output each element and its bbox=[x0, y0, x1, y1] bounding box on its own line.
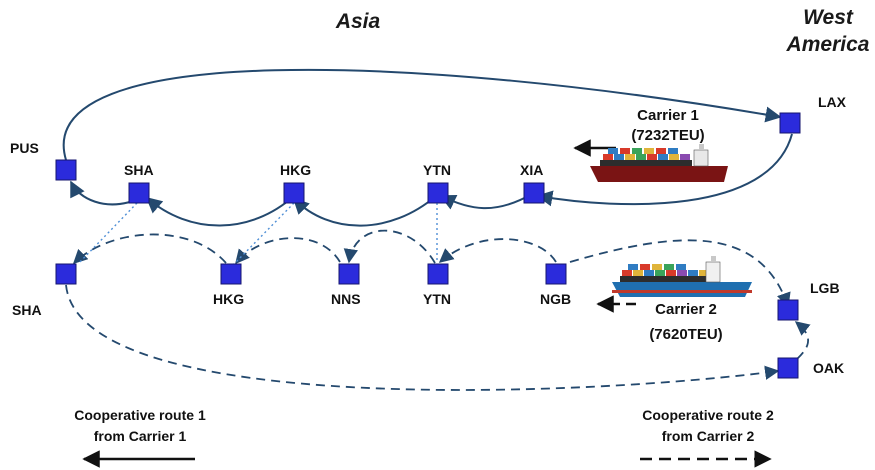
port-node-hkg-route2 bbox=[220, 263, 242, 285]
port-label-sha-route1: SHA bbox=[124, 162, 154, 178]
port-label-sha-route2: SHA bbox=[12, 302, 42, 318]
route1-lax-to-xia bbox=[536, 133, 793, 207]
port-node-nns bbox=[338, 263, 360, 285]
route2-ngb-to-lgb bbox=[569, 239, 791, 308]
route1-ports: LAX PUS SHA HKG YTN XIA bbox=[10, 94, 847, 204]
port-node-xia bbox=[523, 182, 545, 204]
port-label-xia: XIA bbox=[520, 162, 543, 178]
legend-route2-line1: Cooperative route 2 bbox=[642, 407, 774, 423]
route1-xia-to-ytn bbox=[439, 193, 533, 210]
port-node-pus bbox=[55, 159, 77, 181]
port-node-lgb bbox=[777, 299, 799, 321]
region-west-america-label-line1: West bbox=[803, 6, 854, 29]
port-node-ngb bbox=[545, 263, 567, 285]
region-asia-label: Asia bbox=[335, 10, 381, 33]
port-label-pus: PUS bbox=[10, 140, 39, 156]
route2-ports: SHA HKG NNS YTN NGB LGB OAK bbox=[12, 263, 844, 379]
route1-pus-to-lax bbox=[62, 68, 782, 161]
legend: Cooperative route 1 from Carrier 1 Coope… bbox=[74, 407, 774, 468]
port-node-ytn-route1 bbox=[427, 182, 449, 204]
port-node-sha-route2 bbox=[55, 263, 77, 285]
port-node-ytn-route2 bbox=[427, 263, 449, 285]
port-label-ytn-route1: YTN bbox=[423, 162, 451, 178]
carrier2-capacity: (7620TEU) bbox=[649, 326, 722, 343]
region-west-america-label-line2: America bbox=[786, 33, 870, 56]
carrier1-capacity: (7232TEU) bbox=[631, 127, 704, 144]
carrier1-name: Carrier 1 bbox=[637, 107, 699, 124]
route2-oak-to-lgb bbox=[794, 321, 811, 360]
port-label-oak: OAK bbox=[813, 360, 844, 376]
port-label-ngb: NGB bbox=[540, 291, 571, 307]
route2-ytn-to-nns bbox=[343, 229, 436, 264]
legend-route2-line2: from Carrier 2 bbox=[662, 428, 755, 444]
route2-ngb-to-ytn bbox=[438, 238, 557, 263]
carrier-2: Carrier 2 (7620TEU) bbox=[596, 256, 752, 343]
port-label-lgb: LGB bbox=[810, 280, 840, 296]
transfer-link-sha bbox=[77, 202, 138, 265]
route2-hkg-to-sha bbox=[72, 233, 227, 265]
port-label-hkg-route1: HKG bbox=[280, 162, 311, 178]
carrier1-ship-icon bbox=[590, 144, 728, 182]
route1-hkg-to-sha bbox=[145, 195, 295, 227]
cooperative-route-1 bbox=[62, 68, 793, 227]
carrier2-name: Carrier 2 bbox=[655, 301, 717, 318]
cooperative-route-2 bbox=[65, 229, 811, 391]
legend-route1-line1: Cooperative route 1 bbox=[74, 407, 206, 423]
carrier2-ship-icon bbox=[612, 256, 752, 297]
port-node-oak bbox=[777, 357, 799, 379]
transfer-links bbox=[77, 202, 438, 265]
carrier-1: Carrier 1 (7232TEU) bbox=[573, 107, 728, 182]
port-label-ytn-route2: YTN bbox=[423, 291, 451, 307]
port-node-lax bbox=[779, 112, 801, 134]
port-node-sha-route1 bbox=[128, 182, 150, 204]
route1-ytn-to-hkg bbox=[292, 195, 437, 227]
route2-sha-to-oak bbox=[65, 284, 780, 391]
route1-sha-to-pus bbox=[70, 180, 134, 206]
port-label-nns: NNS bbox=[331, 291, 361, 307]
legend-route1-line2: from Carrier 1 bbox=[94, 428, 187, 444]
port-node-hkg-route1 bbox=[283, 182, 305, 204]
route2-nns-to-hkg bbox=[235, 237, 341, 265]
port-label-lax: LAX bbox=[818, 94, 847, 110]
transfer-link-hkg bbox=[233, 202, 295, 265]
port-label-hkg-route2: HKG bbox=[213, 291, 244, 307]
